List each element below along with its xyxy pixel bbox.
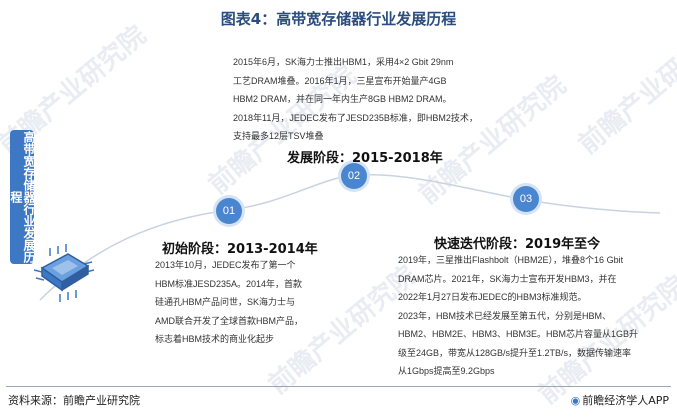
footer-divider — [6, 386, 671, 387]
stage-title-03: 快速迭代阶段：2019年至今 — [434, 237, 601, 252]
description-line: 级至24GB，带宽从128GB/s提升至1.2TB/s，数据传输速率 — [398, 347, 632, 358]
side-banner: 高带宽存储器行业发展历程 — [9, 130, 36, 264]
description-line: 2023年，HBM技术已经发展至第五代，分别是HBM、 — [398, 310, 612, 321]
chip-icon — [33, 244, 95, 302]
stage-node-02: 02 — [341, 163, 367, 189]
description-line: AMD联合开发了全球首款HBM产品， — [155, 315, 303, 326]
chart-title: 图表4：高带宽存储器行业发展历程 — [220, 10, 457, 28]
stage-description-03: 2019年，三星推出Flashbolt（HBM2E），堆叠8个16 Gbit D… — [398, 251, 670, 381]
description-line: HBM2、HBM2E、HBM3、HBM3E。HBM芯片容量从1GB升 — [398, 329, 639, 339]
stage-node-01: 01 — [216, 198, 242, 224]
stage-node-03: 03 — [513, 186, 539, 212]
circle-logo-icon: ◉ — [570, 394, 581, 407]
description-line: 标志着HBM技术的商业化起步 — [155, 334, 275, 344]
description-line: HBM2 DRAM，并在同一年内生产8GB HBM2 DRAM。 — [233, 94, 452, 104]
brand-label: ◉前瞻经济学人APP — [571, 392, 669, 408]
stage-description-02: 2015年6月，SK海力士推出HBM1，采用4×2 Gbit 29nm 工艺DR… — [233, 53, 503, 146]
description-line: 2019年，三星推出Flashbolt（HBM2E），堆叠8个16 Gbit — [398, 255, 624, 265]
description-line: 从1Gbps提高至9.2Gbps — [398, 366, 495, 376]
source-note: 资料来源：前瞻产业研究院 — [8, 394, 140, 407]
description-line: 2018年11月，JEDEC发布了JESD235B标准，即HBM2技术， — [233, 112, 478, 123]
description-line: 2022年1月27日发布JEDEC的HBM3标准规范。 — [398, 292, 587, 302]
description-line: 工艺DRAM堆叠。2016年1月，三星宣布开始量产4GB — [233, 75, 447, 86]
description-line: DRAM芯片。2021年，SK海力士宣布开发HBM3，并在 — [398, 273, 617, 284]
description-line: HBM标准JESD235A。2014年，首款 — [155, 278, 303, 289]
brand-text: 前瞻经济学人APP — [582, 394, 669, 407]
description-line: 支持最多12层TSV堆叠 — [233, 131, 324, 141]
stage-title-02: 发展阶段：2015-2018年 — [287, 151, 443, 166]
stage-title-01: 初始阶段：2013-2014年 — [162, 242, 318, 257]
description-line: 硅通孔HBM产品问世，SK海力士与 — [155, 297, 296, 307]
stage-description-01: 2013年10月，JEDEC发布了第一个 HBM标准JESD235A。2014年… — [155, 256, 315, 349]
description-line: 2015年6月，SK海力士推出HBM1，采用4×2 Gbit 29nm — [233, 57, 454, 67]
description-line: 2013年10月，JEDEC发布了第一个 — [155, 260, 296, 270]
